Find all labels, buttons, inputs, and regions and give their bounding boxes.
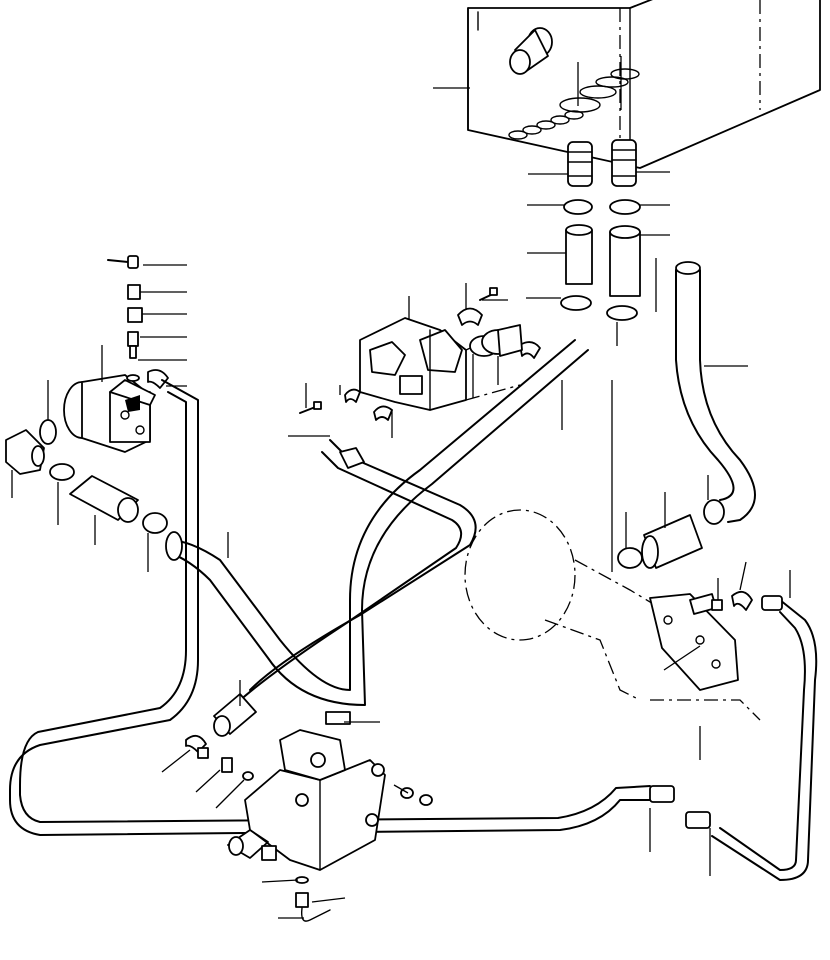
hose-sleeve [641,514,703,569]
hydraulic-tank [467,0,821,169]
hose-end-fitting [649,785,711,829]
right-hose [711,595,818,881]
directional-valve [227,729,386,871]
o-ring [39,419,168,534]
return-hose [237,439,477,703]
dv-fittings [185,711,433,922]
tank-fitting-left [567,141,593,187]
valve-block [649,593,739,691]
callout-leader [161,749,191,773]
bolt [299,287,498,414]
callout-leader [195,769,221,793]
suction-hose [165,339,589,706]
callout-leader [739,561,747,591]
callout-leader [261,879,299,883]
suction-hose [675,261,756,523]
pump-outlet-hose [9,379,661,836]
flange-half [344,307,541,421]
callout-leader [215,779,245,809]
callout-leader [311,897,346,903]
fitting-stack [107,255,143,382]
tank-fitting-right [611,139,637,187]
hose-sleeve [69,475,139,523]
pump-adapter [5,429,45,475]
callout-leaders [11,56,791,919]
hose-sleeve [565,224,641,297]
hose-end-fitting [213,693,257,737]
flange-adapter [469,324,523,357]
callout-leader [393,784,409,794]
hose-clamp [617,499,725,569]
callout-leader [663,645,701,671]
elbow-fitting [711,590,753,611]
hose-clamp [560,199,641,321]
hydraulic-pump [63,374,156,453]
control-valve [359,317,521,411]
elbow-fitting [147,369,169,389]
